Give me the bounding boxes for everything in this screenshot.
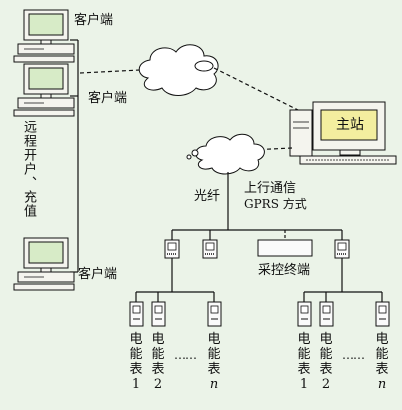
- meter-right-2: [319, 301, 334, 327]
- cloud-master-link: [213, 67, 303, 113]
- remote-label: 远程开户、充值: [21, 120, 36, 218]
- meter-right-1: [297, 301, 312, 327]
- client-bus: [70, 39, 79, 273]
- master-station: [289, 101, 397, 165]
- uplink-label-1: 上行通信: [244, 181, 297, 196]
- concentrator-2: [202, 239, 218, 259]
- meter-right-n: [375, 301, 390, 327]
- concentrator-3: [334, 239, 350, 259]
- client-label-3: 客户端: [78, 267, 118, 282]
- control-terminal: [257, 239, 313, 257]
- client-pc-3: [13, 237, 75, 291]
- meter-left-1: [129, 301, 144, 327]
- uplink-label-2: GPRS 方式: [244, 197, 307, 211]
- client-pc-1: [13, 9, 75, 63]
- client-label-2: 客户端: [88, 91, 128, 106]
- meter-left-2: [151, 301, 166, 327]
- dots-left: ……: [174, 348, 197, 362]
- meter-left-n: [207, 301, 222, 327]
- client-label-1: 客户端: [74, 13, 114, 28]
- master-label: 主站: [336, 117, 364, 133]
- dots-right: ……: [342, 348, 365, 362]
- client-cloud-link: [79, 69, 141, 74]
- gprs-cloud: [195, 133, 265, 175]
- internet-cloud: [138, 44, 219, 96]
- client-pc-2: [13, 63, 75, 117]
- terminal-label: 采控终端: [258, 263, 311, 278]
- fiber-label: 光纤: [194, 189, 221, 204]
- concentrator-1: [164, 239, 180, 259]
